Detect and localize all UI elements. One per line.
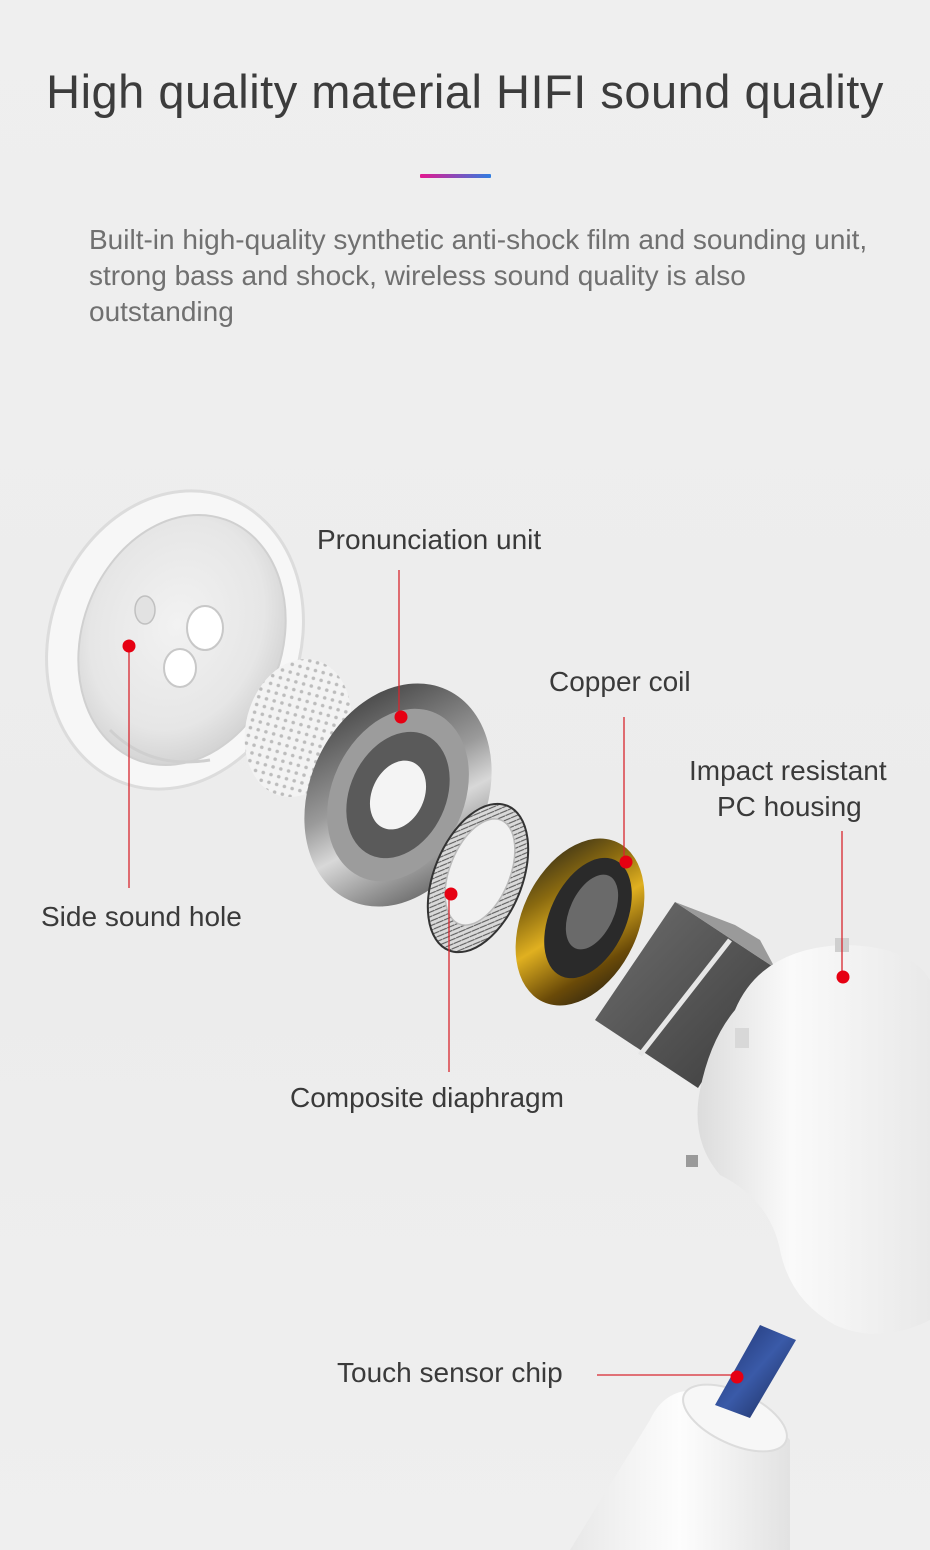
- feature-description: Built-in high-quality synthetic anti-sho…: [89, 224, 868, 327]
- earbud-stem: [570, 1383, 790, 1550]
- label-impact-housing-line2: PC housing: [717, 791, 862, 822]
- label-touch-sensor-chip: Touch sensor chip: [337, 1357, 563, 1388]
- dot-impact-housing: [836, 970, 850, 984]
- copper-coil: [515, 838, 645, 1006]
- touch-sensor-chip: [715, 1325, 796, 1418]
- dot-composite-diaphragm: [444, 887, 458, 901]
- callout-dots: [122, 639, 850, 1384]
- ear-cap: [45, 489, 305, 791]
- dot-touch-sensor-chip: [730, 1370, 744, 1384]
- label-side-sound-hole: Side sound hole: [41, 901, 242, 932]
- dot-pronunciation-unit: [394, 710, 408, 724]
- label-pronunciation-unit: Pronunciation unit: [317, 524, 542, 555]
- label-copper-coil: Copper coil: [549, 666, 691, 697]
- label-composite-diaphragm: Composite diaphragm: [290, 1082, 564, 1113]
- label-impact-housing-line1: Impact resistant: [689, 755, 887, 786]
- page-title: High quality material HIFI sound quality: [46, 65, 884, 118]
- callout-lines: [128, 570, 843, 1376]
- title-accent-bar: [420, 174, 491, 178]
- composite-diaphragm: [426, 802, 530, 954]
- magnet-block: [595, 902, 775, 1088]
- dot-side-sound-hole: [122, 639, 136, 653]
- dot-copper-coil: [619, 855, 633, 869]
